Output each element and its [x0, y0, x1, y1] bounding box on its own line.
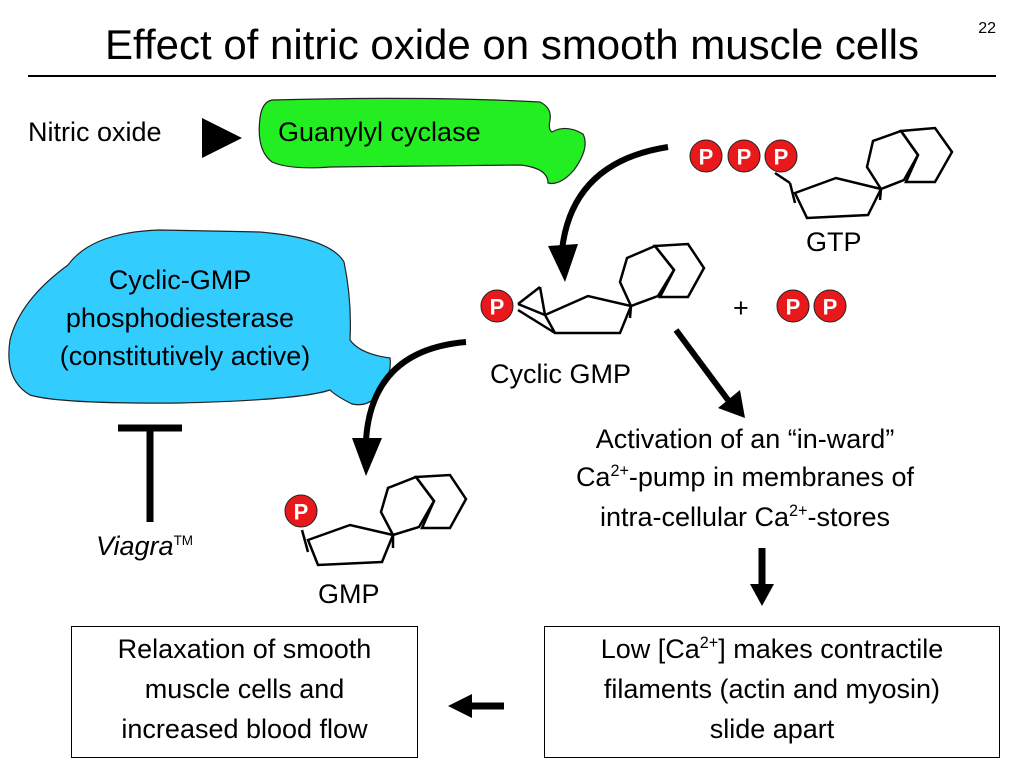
gmp-molecule [300, 473, 468, 567]
viagra-label: ViagraTM [96, 531, 194, 561]
plus-sign: + [733, 293, 749, 323]
pde-label-line1: Cyclic-GMP [108, 265, 252, 295]
gmp-phosphate [284, 494, 318, 528]
phosphate-label: P [490, 295, 505, 320]
guanylyl-cyclase-shape [258, 97, 586, 185]
relaxation-line: Relaxation of smooth [117, 634, 372, 664]
relaxation-line: increased blood flow [121, 714, 368, 744]
gtp-molecule [774, 126, 954, 220]
phosphate-label: P [823, 295, 838, 320]
slide-number: 22 [978, 20, 996, 37]
activation-line2: Ca2+-pump in membranes of [575, 462, 915, 492]
gtp-phosphates [689, 139, 798, 173]
guanylyl-cyclase-label: Guanylyl cyclase [278, 117, 481, 147]
phosphate-label: P [294, 500, 309, 525]
low-calcium-box: Low [Ca2+] makes contractile filaments (… [544, 626, 1000, 758]
arrow-cgmp-to-activation [673, 328, 731, 402]
activation-line1: Activation of an “in-ward” [595, 424, 895, 454]
arrow-cgmp-to-gmp [363, 339, 467, 441]
cyclic-gmp-label: Cyclic GMP [490, 359, 631, 389]
slide-title: Effect of nitric oxide on smooth muscle … [105, 21, 919, 68]
nitric-oxide-label: Nitric oxide [28, 117, 162, 147]
inhibition-bar [118, 424, 182, 522]
phosphate-label: P [699, 145, 714, 170]
arrow-cgmp-to-gmp-head [352, 438, 382, 476]
phosphodiesterase-shape [8, 229, 391, 406]
activation-line3: intra-cellular Ca2+-stores [599, 502, 891, 532]
low-calcium-line: filaments (actin and myosin) [603, 674, 941, 704]
cyclic-gmp-molecule [517, 242, 706, 335]
relaxation-box: Relaxation of smooth muscle cells and in… [71, 626, 418, 758]
arrow-lowca-to-relaxation-head [448, 694, 472, 718]
relaxation-line: muscle cells and [144, 674, 345, 704]
arrow-gtp-to-cgmp-head [548, 244, 578, 282]
title-underline [28, 75, 996, 77]
arrow-cgmp-to-activation-head [718, 390, 745, 418]
phosphate-label: P [737, 145, 752, 170]
arrow-gtp-to-cgmp [559, 144, 669, 251]
low-calcium-line: slide apart [709, 714, 835, 744]
phosphate-label: P [774, 145, 789, 170]
pyrophosphate [776, 289, 847, 323]
gmp-label: GMP [318, 579, 380, 609]
pde-label-line2: phosphodiesterase [65, 303, 295, 333]
gtp-label: GTP [806, 227, 862, 257]
arrow-activation-to-lowca-head [750, 584, 774, 606]
low-calcium-line: Low [Ca2+] makes contractile [600, 634, 944, 664]
pde-label-line3: (constitutively active) [59, 341, 311, 371]
cgmp-phosphate [480, 289, 514, 323]
phosphate-label: P [786, 295, 801, 320]
